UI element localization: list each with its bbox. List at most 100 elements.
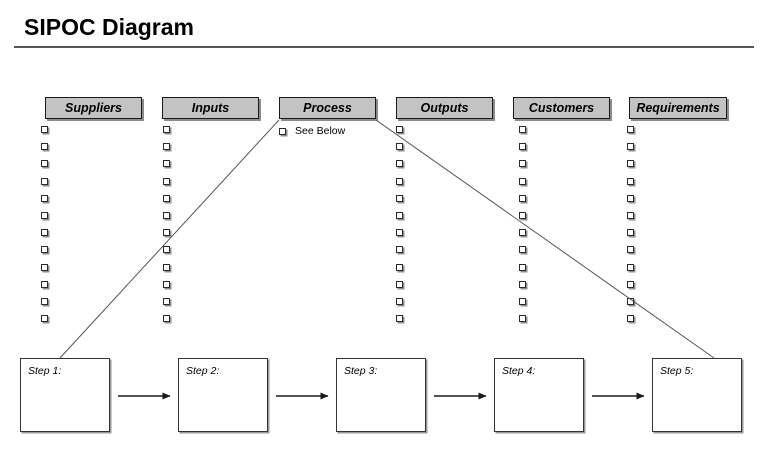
step-box-1[interactable]: Step 1: (20, 358, 110, 432)
checkbox-icon[interactable] (41, 263, 48, 271)
column-header-customers[interactable]: Customers (513, 97, 610, 119)
checkbox-icon[interactable] (396, 126, 403, 133)
bullet-row-outputs-5[interactable] (396, 194, 403, 202)
bullet-row-suppliers-11[interactable] (41, 298, 48, 305)
checkbox-icon[interactable] (396, 263, 403, 271)
checkbox-icon[interactable] (627, 298, 634, 305)
checkbox-icon[interactable] (41, 229, 48, 237)
column-header-requirements[interactable]: Requirements (629, 97, 727, 119)
checkbox-icon[interactable] (41, 315, 48, 323)
checkbox-icon[interactable] (519, 143, 526, 151)
column-header-outputs[interactable]: Outputs (396, 97, 493, 119)
bullet-row-suppliers-9[interactable] (41, 263, 48, 271)
bullet-row-inputs-11[interactable] (163, 298, 170, 305)
checkbox-icon[interactable] (163, 298, 170, 305)
checkbox-icon[interactable] (519, 212, 526, 219)
bullet-row-outputs-10[interactable] (396, 280, 403, 288)
bullet-row-inputs-8[interactable] (163, 246, 170, 254)
bullet-row-suppliers-6[interactable] (41, 212, 48, 219)
bullet-row-process-1[interactable]: See Below (279, 126, 345, 137)
bullet-row-customers-6[interactable] (519, 212, 526, 219)
checkbox-icon[interactable] (163, 143, 170, 151)
bullet-row-inputs-7[interactable] (163, 229, 170, 237)
bullet-row-suppliers-7[interactable] (41, 229, 48, 237)
checkbox-icon[interactable] (519, 263, 526, 271)
checkbox-icon[interactable] (163, 315, 170, 323)
bullet-row-suppliers-2[interactable] (41, 143, 48, 151)
checkbox-icon[interactable] (41, 212, 48, 219)
bullet-row-customers-7[interactable] (519, 229, 526, 237)
bullet-row-outputs-3[interactable] (396, 160, 403, 168)
checkbox-icon[interactable] (627, 177, 634, 185)
bullet-row-requirements-10[interactable] (627, 280, 634, 288)
bullet-row-inputs-9[interactable] (163, 263, 170, 271)
checkbox-icon[interactable] (396, 212, 403, 219)
step-box-3[interactable]: Step 3: (336, 358, 426, 432)
bullet-row-suppliers-1[interactable] (41, 126, 48, 133)
checkbox-icon[interactable] (519, 177, 526, 185)
bullet-row-suppliers-8[interactable] (41, 246, 48, 254)
bullet-row-suppliers-4[interactable] (41, 177, 48, 185)
bullet-row-outputs-1[interactable] (396, 126, 403, 133)
checkbox-icon[interactable] (627, 280, 634, 288)
bullet-row-customers-11[interactable] (519, 298, 526, 305)
checkbox-icon[interactable] (41, 160, 48, 168)
bullet-row-requirements-8[interactable] (627, 246, 634, 254)
checkbox-icon[interactable] (279, 127, 286, 135)
checkbox-icon[interactable] (41, 194, 48, 202)
checkbox-icon[interactable] (163, 212, 170, 219)
bullet-row-customers-3[interactable] (519, 160, 526, 168)
checkbox-icon[interactable] (163, 246, 170, 254)
checkbox-icon[interactable] (519, 229, 526, 237)
checkbox-icon[interactable] (396, 280, 403, 288)
checkbox-icon[interactable] (163, 229, 170, 237)
bullet-row-requirements-2[interactable] (627, 143, 634, 151)
bullet-row-requirements-9[interactable] (627, 263, 634, 271)
bullet-row-customers-1[interactable] (519, 126, 526, 133)
checkbox-icon[interactable] (627, 212, 634, 219)
checkbox-icon[interactable] (163, 177, 170, 185)
checkbox-icon[interactable] (627, 229, 634, 237)
bullet-row-customers-5[interactable] (519, 194, 526, 202)
bullet-row-customers-12[interactable] (519, 315, 526, 323)
checkbox-icon[interactable] (396, 246, 403, 254)
bullet-row-outputs-9[interactable] (396, 263, 403, 271)
checkbox-icon[interactable] (627, 126, 634, 133)
checkbox-icon[interactable] (519, 194, 526, 202)
bullet-row-suppliers-3[interactable] (41, 160, 48, 168)
bullet-row-suppliers-10[interactable] (41, 280, 48, 288)
checkbox-icon[interactable] (396, 160, 403, 168)
bullet-row-requirements-4[interactable] (627, 177, 634, 185)
checkbox-icon[interactable] (519, 160, 526, 168)
checkbox-icon[interactable] (627, 263, 634, 271)
bullet-row-customers-8[interactable] (519, 246, 526, 254)
checkbox-icon[interactable] (41, 143, 48, 151)
bullet-row-requirements-12[interactable] (627, 315, 634, 323)
bullet-row-inputs-12[interactable] (163, 315, 170, 323)
bullet-row-inputs-1[interactable] (163, 126, 170, 133)
checkbox-icon[interactable] (163, 126, 170, 133)
checkbox-icon[interactable] (519, 315, 526, 323)
step-box-2[interactable]: Step 2: (178, 358, 268, 432)
bullet-row-customers-10[interactable] (519, 280, 526, 288)
bullet-row-requirements-3[interactable] (627, 160, 634, 168)
step-box-5[interactable]: Step 5: (652, 358, 742, 432)
checkbox-icon[interactable] (163, 160, 170, 168)
checkbox-icon[interactable] (519, 126, 526, 133)
bullet-row-requirements-6[interactable] (627, 212, 634, 219)
bullet-row-requirements-1[interactable] (627, 126, 634, 133)
checkbox-icon[interactable] (41, 280, 48, 288)
checkbox-icon[interactable] (627, 246, 634, 254)
checkbox-icon[interactable] (163, 194, 170, 202)
bullet-row-outputs-11[interactable] (396, 298, 403, 305)
checkbox-icon[interactable] (41, 246, 48, 254)
checkbox-icon[interactable] (519, 280, 526, 288)
bullet-row-suppliers-5[interactable] (41, 194, 48, 202)
bullet-row-outputs-2[interactable] (396, 143, 403, 151)
checkbox-icon[interactable] (396, 315, 403, 323)
checkbox-icon[interactable] (519, 246, 526, 254)
bullet-row-inputs-3[interactable] (163, 160, 170, 168)
column-header-suppliers[interactable]: Suppliers (45, 97, 142, 119)
checkbox-icon[interactable] (627, 160, 634, 168)
checkbox-icon[interactable] (627, 315, 634, 323)
